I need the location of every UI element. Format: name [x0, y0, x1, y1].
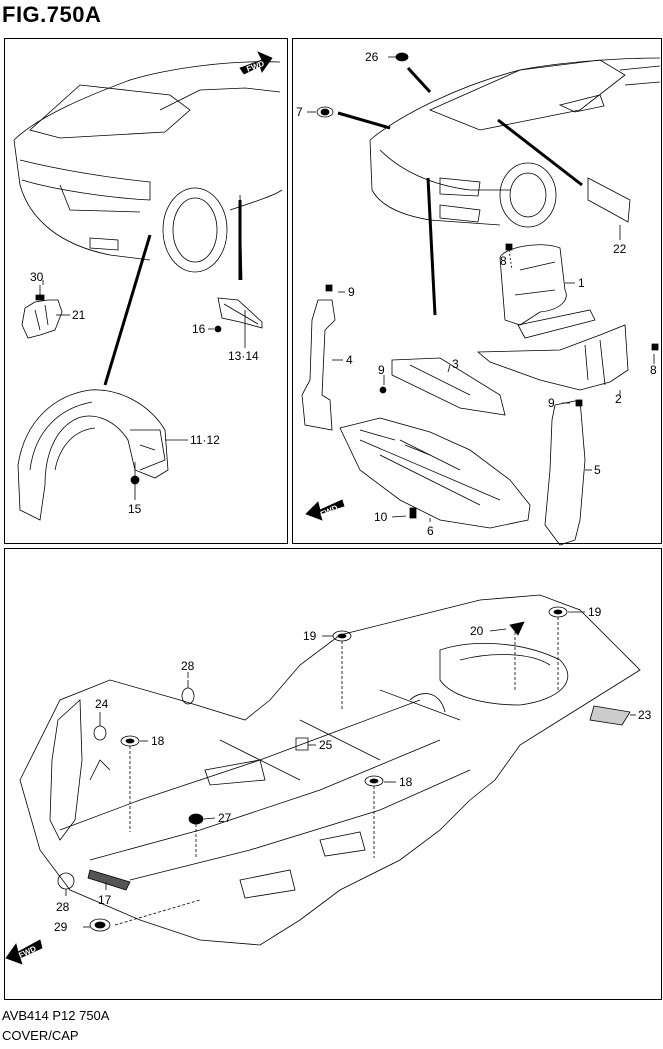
callout-4: 4	[346, 353, 353, 367]
callout-7: 7	[296, 105, 303, 119]
callout-17: 17	[98, 893, 112, 907]
under-cover-shape	[339, 417, 531, 529]
callout-26: 26	[365, 50, 379, 64]
callout-2: 2	[615, 392, 622, 406]
callout-24: 24	[95, 697, 109, 711]
rear-car-outline	[13, 61, 283, 281]
callout-25: 25	[319, 738, 333, 752]
callout-8-top: 8	[500, 254, 507, 268]
callout-19-left: 19	[303, 629, 317, 643]
callout-11-12: 11·12	[190, 433, 220, 447]
floor-pan-shape	[19, 594, 641, 946]
callout-9-right: 9	[548, 396, 555, 410]
callout-8-right: 8	[650, 363, 657, 377]
callout-18-left: 18	[151, 734, 165, 748]
callout-18-mid: 18	[399, 775, 413, 789]
fwd-label-2: FWD	[319, 503, 340, 519]
callout-22: 22	[613, 242, 627, 256]
callout-29: 29	[54, 920, 68, 934]
callout-28-top: 28	[181, 659, 195, 673]
callout-9-mid: 9	[378, 363, 385, 377]
callout-10: 10	[374, 510, 388, 524]
callout-20: 20	[470, 624, 484, 638]
callout-5: 5	[594, 463, 601, 477]
callout-19-right: 19	[588, 605, 602, 619]
callout-23: 23	[638, 708, 652, 722]
callout-13-14: 13·14	[228, 349, 259, 363]
callout-1: 1	[578, 276, 585, 290]
front-cover-panel	[292, 38, 662, 544]
callout-27: 27	[218, 811, 232, 825]
fwd-label-3: FWD	[17, 944, 38, 960]
footer-caption: COVER/CAP	[2, 1028, 79, 1043]
callout-16: 16	[192, 322, 206, 336]
callout-21: 21	[72, 308, 86, 322]
callout-15: 15	[128, 502, 142, 516]
front-car-outline	[369, 57, 661, 228]
fender-liner-shape	[17, 389, 169, 521]
footer-code: AVB414 P12 750A	[2, 1008, 110, 1023]
callout-30: 30	[30, 270, 44, 284]
floor-panel	[4, 548, 662, 1000]
rear-fender-panel	[4, 38, 288, 544]
callout-9-top: 9	[348, 285, 355, 299]
fwd-arrow-top-left	[239, 51, 273, 75]
figure-title: FIG.750A	[2, 2, 102, 27]
callout-3: 3	[452, 357, 459, 371]
callout-6: 6	[427, 524, 434, 538]
callout-28-bottom: 28	[56, 900, 70, 914]
